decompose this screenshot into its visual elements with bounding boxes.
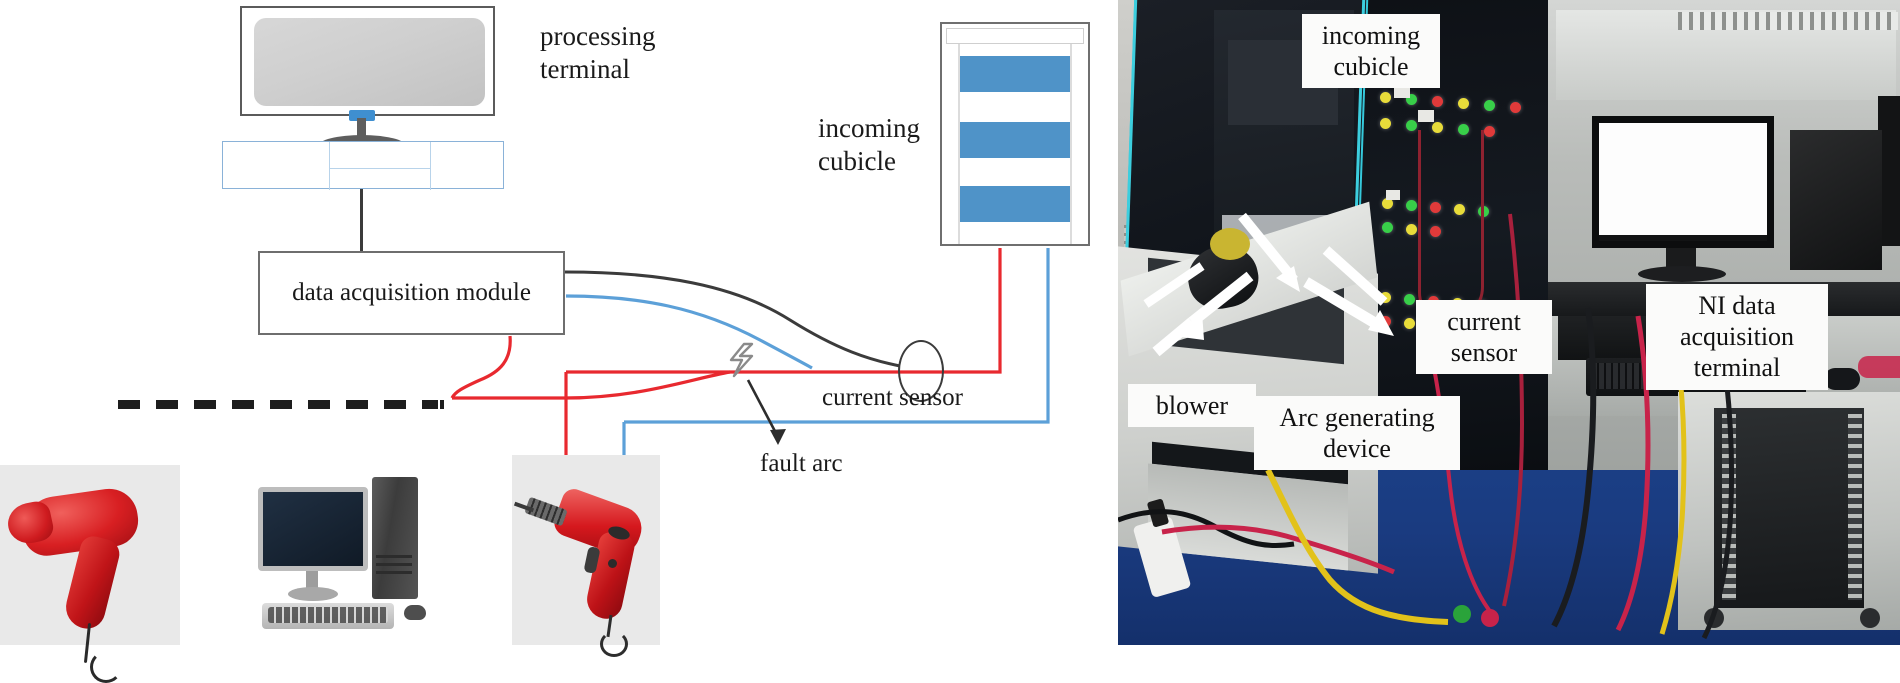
desk-center-panel bbox=[329, 142, 431, 190]
pc-keyboard bbox=[262, 603, 394, 629]
hair-dryer-cord-loop bbox=[90, 651, 122, 683]
cubicle-left-rail bbox=[958, 44, 960, 244]
callout-ni-data-acquisition-terminal: NI data acquisition terminal bbox=[1646, 284, 1828, 390]
wire-blue-bus bbox=[624, 248, 1050, 424]
cable-connector-green bbox=[1453, 605, 1471, 623]
pc-tower-vent-2 bbox=[376, 563, 412, 566]
current-sensor-ring bbox=[898, 340, 944, 402]
overhead-shelf-rails bbox=[1678, 12, 1898, 30]
drill-screw bbox=[608, 559, 617, 568]
cable-black-right bbox=[1551, 307, 1597, 628]
data-acquisition-module-box bbox=[258, 251, 565, 335]
panel-tag-2 bbox=[1418, 110, 1434, 122]
fault-arc-arrowhead bbox=[770, 429, 786, 445]
dashed-separator-tail bbox=[440, 400, 444, 409]
desktop-computer-thumbnail bbox=[250, 465, 480, 645]
fault-arc-lightning-icon bbox=[729, 342, 754, 378]
cubicle-breaker-3 bbox=[960, 186, 1070, 222]
pc-tower-vent-3 bbox=[376, 571, 412, 574]
cubicle-breaker-2 bbox=[960, 122, 1070, 158]
callout-arc-generating-device: Arc generating device bbox=[1254, 396, 1460, 471]
cable-red-right bbox=[1615, 315, 1651, 632]
ni-cabinet-interior bbox=[1714, 408, 1864, 608]
electric-drill-thumbnail bbox=[512, 455, 660, 657]
desk-speaker bbox=[1790, 130, 1882, 270]
fault-arc-pointer bbox=[746, 379, 780, 438]
cable-red-floor bbox=[1161, 524, 1395, 575]
ni-cabinet-caster-right bbox=[1860, 608, 1880, 628]
pc-mouse bbox=[404, 605, 426, 620]
desk-red-cable-bundle bbox=[1858, 356, 1900, 378]
current-sensor-arrow-shaft-b bbox=[1322, 246, 1388, 306]
cable-red-long bbox=[1502, 213, 1525, 607]
current-sensor-label: current sensor bbox=[822, 384, 963, 411]
cubicle-breaker-1 bbox=[960, 56, 1070, 92]
workstation-monitor-stand bbox=[1666, 248, 1696, 270]
workstation-monitor-base bbox=[1638, 266, 1726, 282]
fault-arc-label: fault arc bbox=[760, 450, 843, 477]
pc-tower-vent-1 bbox=[376, 555, 412, 558]
wire-blue-curve bbox=[565, 294, 813, 370]
current-sensor-arrow-head-a bbox=[1368, 310, 1394, 336]
photograph-panel: incoming cubicle blower current sensor A… bbox=[1118, 0, 1900, 645]
dashed-separator bbox=[118, 400, 438, 409]
pc-tower bbox=[372, 477, 418, 599]
current-sensor-arrow-shaft-a bbox=[1303, 277, 1383, 331]
secondary-monitor bbox=[1878, 96, 1900, 246]
cubicle-right-rail bbox=[1070, 44, 1072, 244]
desk-shelf-line bbox=[329, 168, 431, 169]
hair-dryer-thumbnail bbox=[0, 465, 180, 683]
wire-red-segment-b bbox=[452, 370, 731, 400]
wire-black-signal bbox=[564, 270, 901, 368]
monitor-power-led bbox=[349, 110, 375, 121]
monitor-neck bbox=[357, 118, 366, 142]
cubicle-top-vent bbox=[946, 28, 1084, 44]
schematic-panel: processing terminal data acquisition mod… bbox=[0, 6, 1090, 683]
terminal-desk bbox=[222, 141, 504, 190]
blower-arrow-shaft-3 bbox=[1143, 262, 1205, 308]
workstation-monitor-screen bbox=[1599, 123, 1767, 235]
pc-keyboard-keys bbox=[268, 607, 388, 623]
drill-cord-loop bbox=[600, 631, 628, 657]
blower-nozzle bbox=[1210, 228, 1250, 260]
pc-monitor bbox=[258, 487, 368, 571]
wire-red-bus bbox=[566, 248, 1002, 374]
monitor-screen bbox=[254, 18, 485, 106]
incoming-cubicle-drawing bbox=[940, 22, 1090, 246]
callout-incoming-cubicle: incoming cubicle bbox=[1302, 14, 1440, 89]
ni-cabinet-rail-right bbox=[1848, 414, 1862, 600]
data-acquisition-module-label: data acquisition module bbox=[292, 279, 531, 306]
incoming-cubicle-label: incoming cubicle bbox=[818, 113, 920, 176]
cable-connector-red bbox=[1481, 609, 1499, 627]
hair-dryer-cord bbox=[83, 622, 92, 664]
cable-terminal-to-daq bbox=[360, 189, 363, 253]
processing-terminal-monitor bbox=[240, 6, 495, 116]
callout-blower: blower bbox=[1128, 384, 1256, 428]
current-sensor-arrow-shaft-c bbox=[1238, 212, 1298, 284]
cable-yellow-floor bbox=[1265, 468, 1449, 625]
blower-arrow-shaft-2 bbox=[1152, 317, 1196, 357]
pc-monitor-neck bbox=[306, 571, 318, 591]
panel-tag-3 bbox=[1386, 190, 1400, 200]
current-sensor-arrow-head-c bbox=[1276, 266, 1300, 292]
workstation-mouse bbox=[1824, 368, 1860, 390]
panel-tag-1 bbox=[1394, 86, 1410, 98]
wire-red-segment-a bbox=[450, 335, 512, 399]
processing-terminal-label: processing terminal bbox=[540, 21, 656, 84]
pc-monitor-base bbox=[288, 587, 338, 601]
callout-current-sensor: current sensor bbox=[1416, 300, 1552, 375]
callout-arrow-overlay bbox=[1143, 212, 1394, 357]
